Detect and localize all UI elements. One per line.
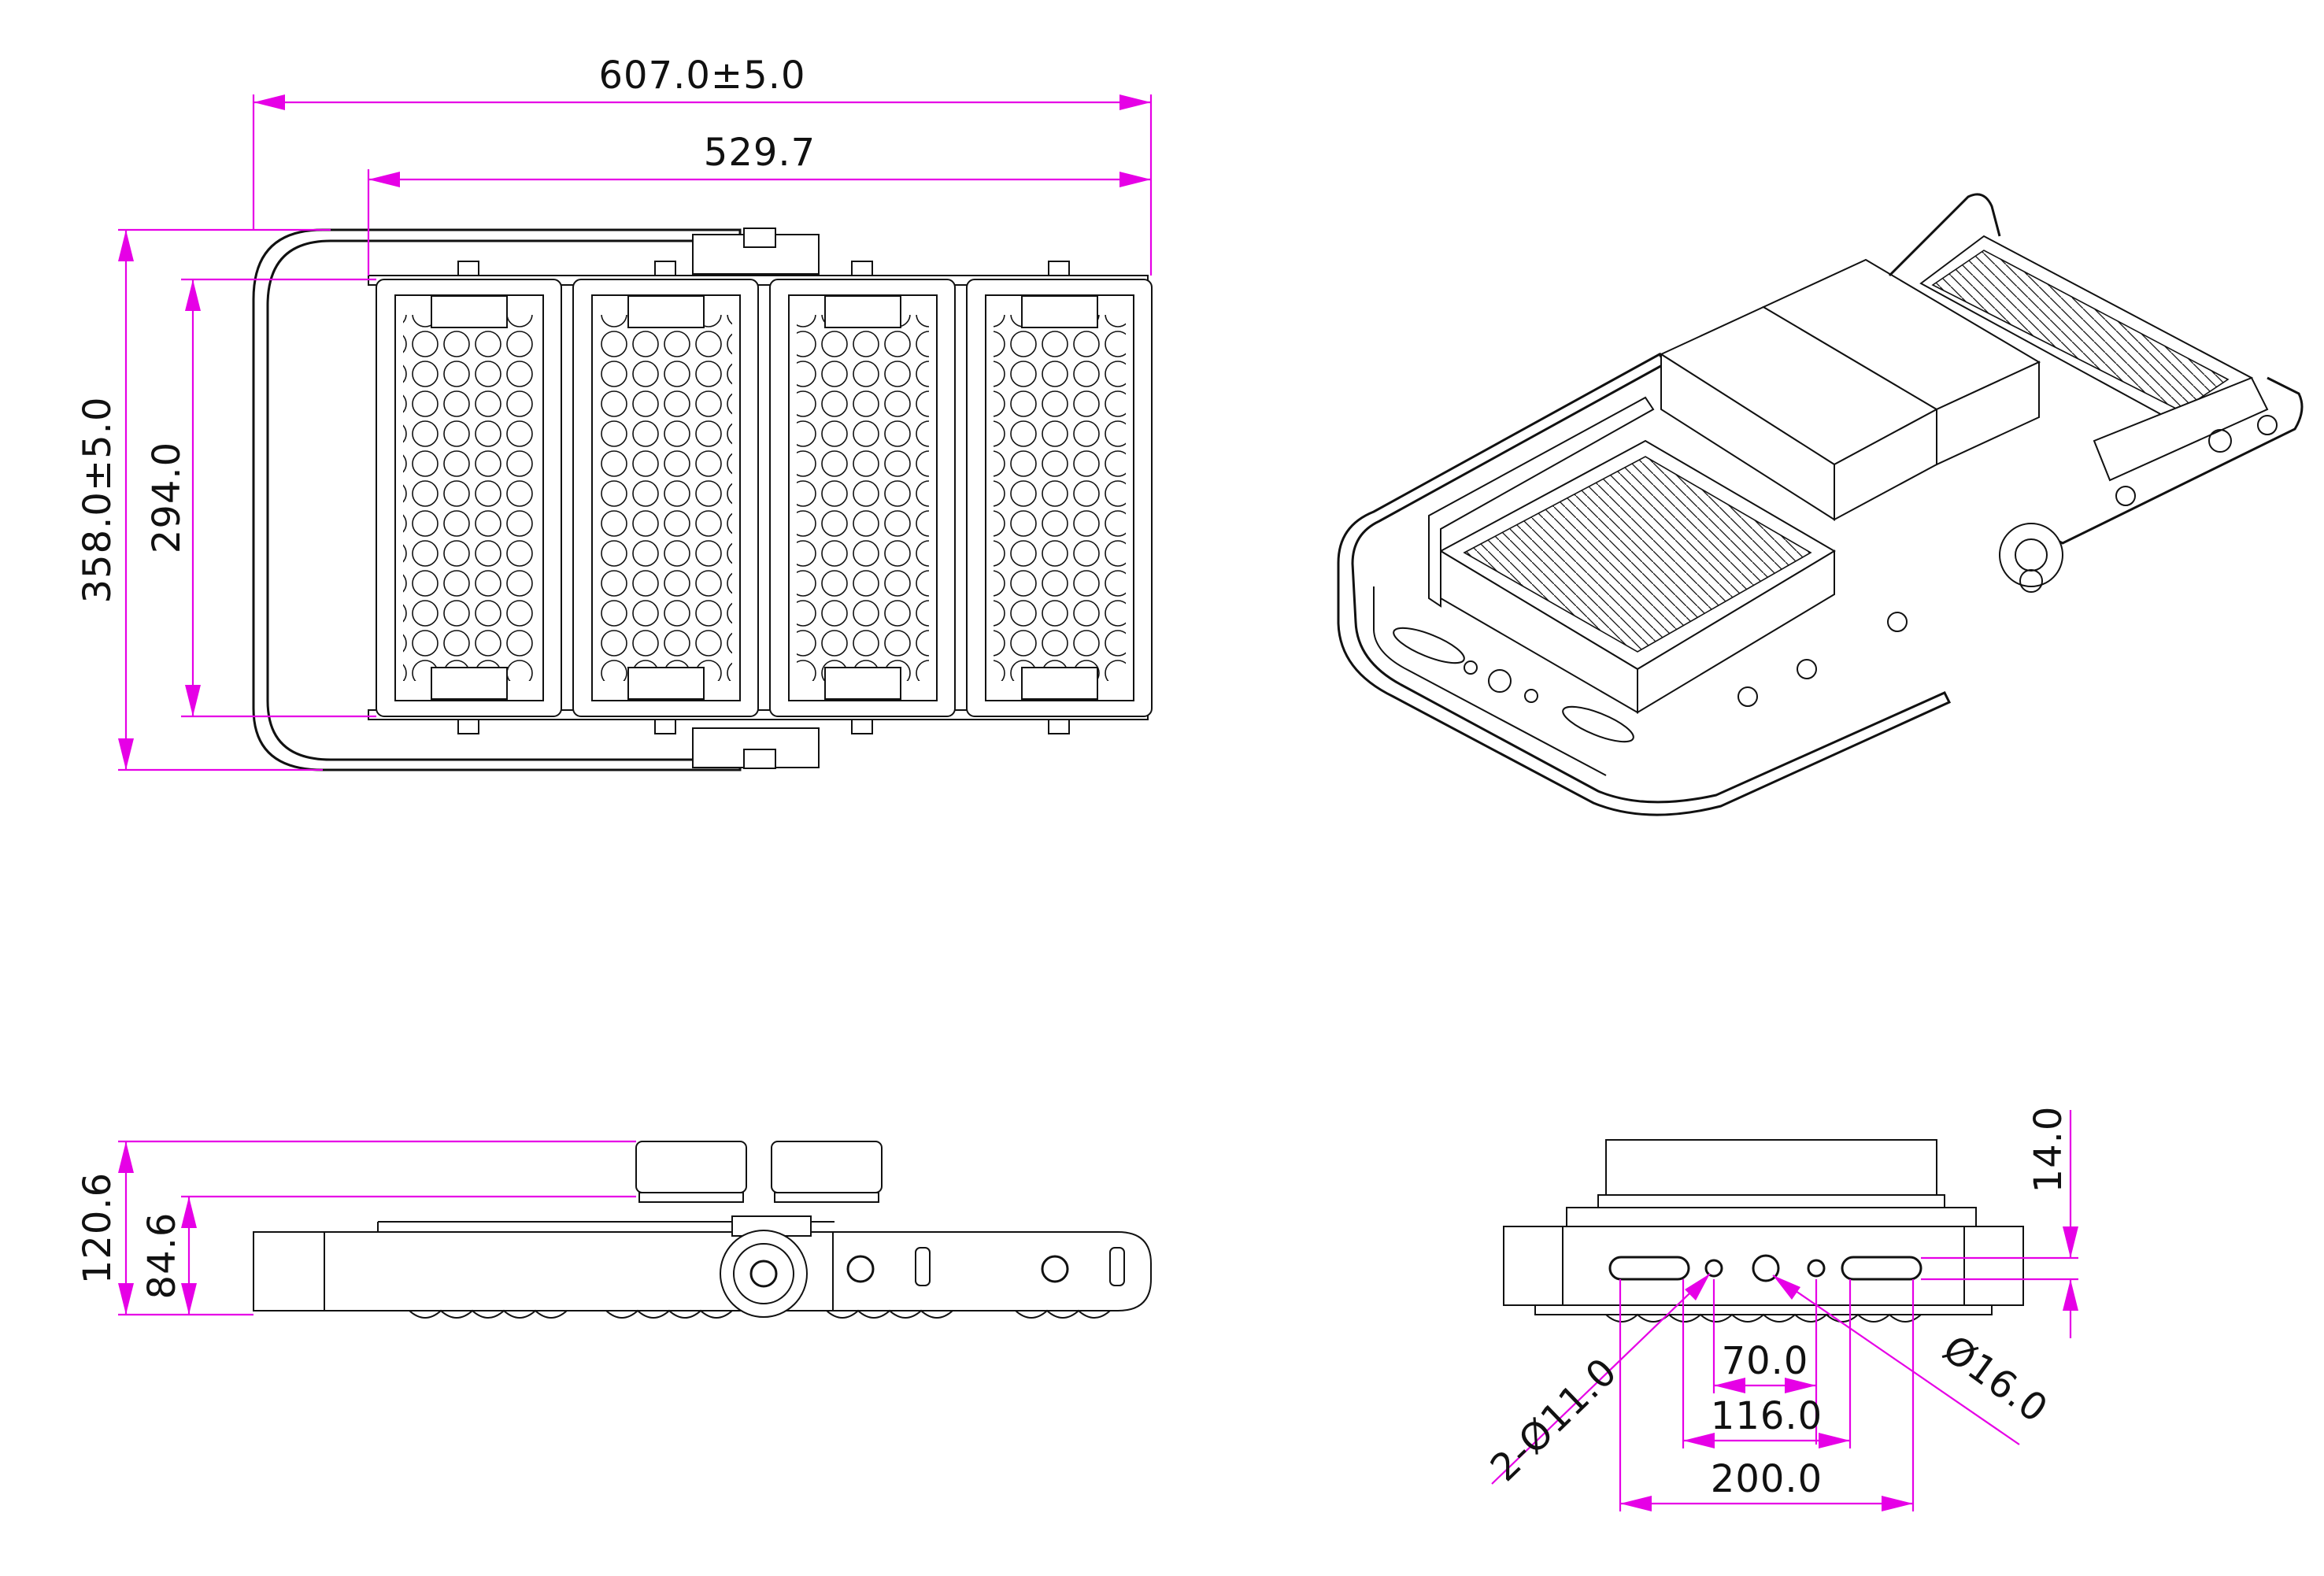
isometric-view [1337,193,2304,816]
dim-module-width: 529.7 [704,131,816,175]
side-driver-cap-right [771,1141,883,1193]
iso-slot-right [1562,705,1634,743]
dim-side-overall: 120.6 [76,1172,120,1284]
led-module-1 [376,279,562,717]
dim-small-holes: 2-Ø11.0 [1482,1349,1626,1490]
iso-endplate-left [1428,396,1655,608]
leader-small-holes [1491,1273,1711,1485]
dim-center-hole: Ø16.0 [1934,1326,2056,1431]
end-body [1503,1226,2024,1306]
dim-overall-height: 358.0±5.0 [76,397,120,604]
rail-screws [457,261,1070,734]
led-module-3 [769,279,956,717]
top-view: 607.0±5.0 529.7 358.0±5.0 294.0 [76,54,1153,771]
end-hole-center [1752,1254,1780,1282]
end-hole-small-left [1704,1259,1723,1278]
side-view: 120.6 84.6 [76,1140,1152,1319]
dim-slot-pitch-outer: 200.0 [1711,1457,1823,1501]
dim-module-height: 294.0 [145,442,189,553]
iso-slot-left [1393,627,1465,664]
end-driver-box [1605,1139,1937,1196]
hinge-bolt-top [743,228,776,248]
side-driver-cap-left [635,1141,747,1193]
dim-overall-width: 607.0±5.0 [599,54,806,98]
end-slot-right [1841,1256,1922,1281]
dim-hole-pitch-inner: 70.0 [1722,1339,1809,1383]
dim-hole-pitch-middle: 116.0 [1711,1394,1823,1438]
led-module-2 [572,279,759,717]
dim-top-offset: 14.0 [2026,1106,2071,1193]
leader-center-hole [1772,1274,2020,1445]
side-bracket-arm [253,1231,325,1311]
iso-bracket [1337,352,1952,816]
led-module-4 [966,279,1153,717]
end-view: 14.0 70.0 116.0 200.0 2-Ø11.0 Ø16.0 [1482,1106,2078,1511]
end-hole-small-right [1807,1259,1826,1278]
iso-hinge [1999,523,2063,587]
end-slot-left [1608,1256,1690,1281]
dim-side-body: 84.6 [140,1212,184,1300]
hinge-bolt-bottom [743,749,776,769]
side-lens-row [409,1309,1111,1319]
